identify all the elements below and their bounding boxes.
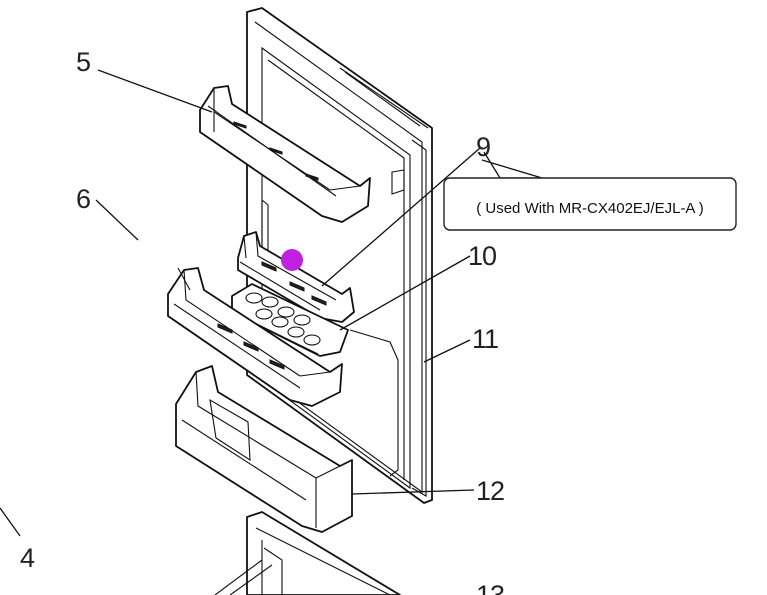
label-5: 5 bbox=[76, 47, 90, 77]
label-13: 13 bbox=[476, 580, 504, 595]
label-10: 10 bbox=[468, 241, 496, 271]
leader-11 bbox=[423, 339, 471, 363]
leader-5 bbox=[97, 69, 213, 113]
leader-6 bbox=[95, 199, 139, 241]
label-6: 6 bbox=[76, 184, 90, 214]
marker-dot bbox=[281, 249, 303, 271]
callout-text: ( Used With MR-CX402EJ/EJL-A ) bbox=[476, 200, 704, 217]
leader-12 bbox=[351, 489, 475, 495]
callout-pointer bbox=[481, 151, 543, 179]
leader-10 bbox=[339, 255, 471, 331]
leader-9 bbox=[321, 147, 481, 287]
door-bin-6 bbox=[167, 267, 343, 407]
door-bin-5 bbox=[199, 85, 371, 223]
callout-box: ( Used With MR-CX402EJ/EJL-A ) bbox=[443, 177, 737, 231]
part-labels: 5 6 9 10 11 12 4 13 bbox=[20, 47, 505, 595]
label-9: 9 bbox=[476, 132, 490, 162]
leader-4 bbox=[0, 507, 21, 537]
lower-door-frame bbox=[214, 511, 401, 595]
label-12: 12 bbox=[476, 476, 504, 506]
label-4: 4 bbox=[20, 543, 35, 573]
leader-lines bbox=[0, 69, 543, 537]
door-bin-12 bbox=[175, 365, 353, 533]
door-bin-9 bbox=[237, 231, 355, 323]
label-11: 11 bbox=[472, 324, 498, 354]
